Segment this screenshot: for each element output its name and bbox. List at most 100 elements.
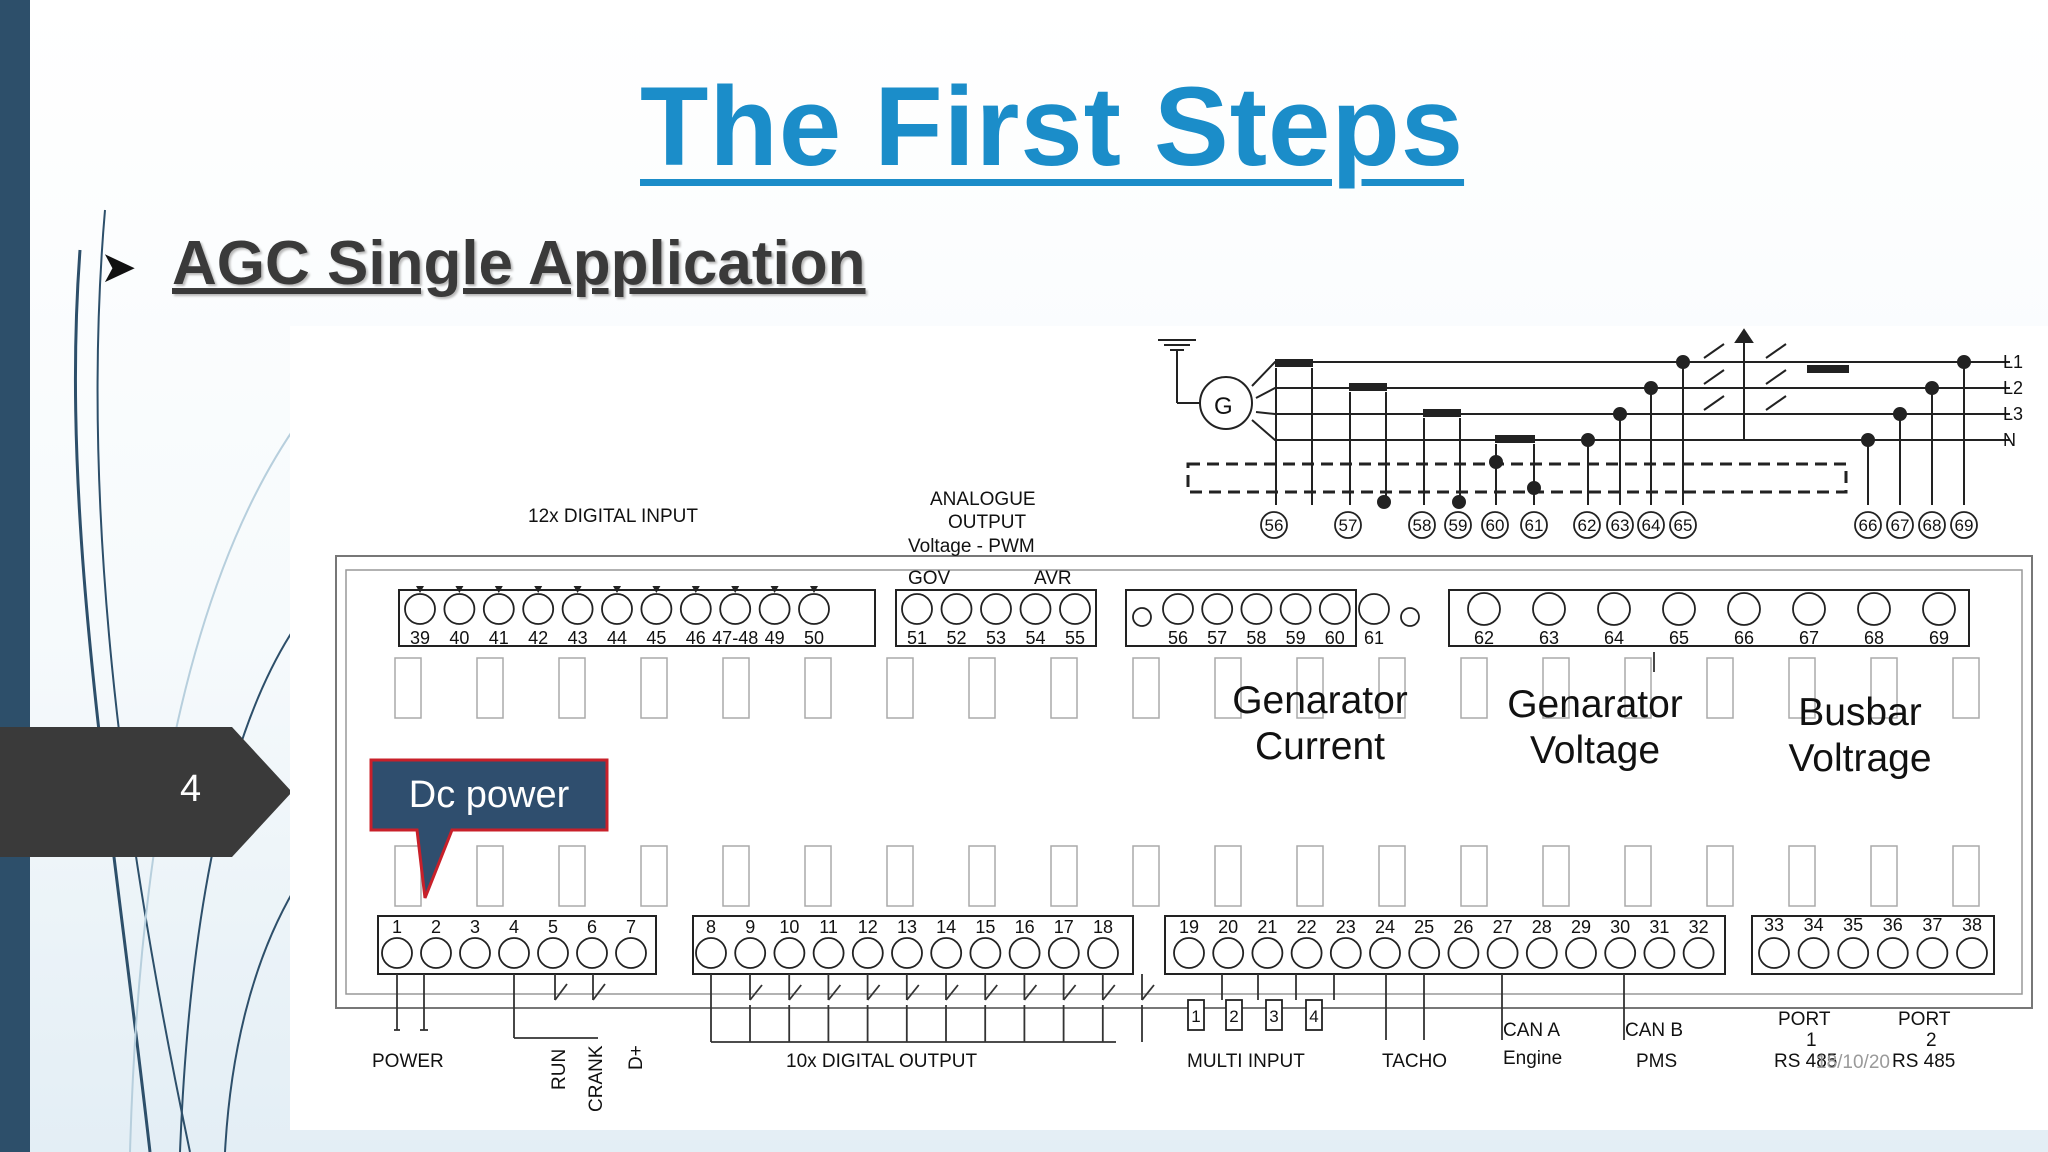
ct-wire [1423, 418, 1461, 505]
busbar-voltage-line1: Busbar [1798, 691, 1922, 734]
io-terminal [1565, 937, 1597, 969]
label-digital-input: 12x DIGITAL INPUT [528, 506, 698, 527]
output-number: 12 [858, 917, 878, 937]
housing-pin [1952, 845, 1980, 907]
ct-wire [1349, 392, 1387, 505]
output-terminal [734, 937, 767, 969]
io-number: 29 [1571, 917, 1591, 937]
housing-pin [1706, 657, 1734, 719]
multi-input-box [1225, 999, 1243, 1031]
generator-voltage-line1: Genarator [1507, 683, 1683, 726]
power-terminal [420, 937, 452, 969]
relay-contact [866, 984, 881, 1001]
junction-dot [1527, 481, 1541, 495]
current-terminal [1318, 593, 1351, 625]
multi-input-number: 1 [1191, 1007, 1200, 1026]
current-number: 60 [1325, 628, 1345, 648]
digital-input-terminal [640, 593, 673, 625]
input-arrow-icon [613, 586, 621, 593]
output-number: 17 [1054, 917, 1074, 937]
dc-power-callout-label: Dc power [408, 774, 570, 816]
relay-contact [1102, 984, 1116, 1001]
io-number: 19 [1179, 917, 1199, 937]
measurement-terminal [1260, 511, 1288, 539]
label-analogue-2: OUTPUT [948, 512, 1027, 533]
page-number: 4 [180, 768, 202, 810]
connector-block-power [377, 915, 657, 975]
housing-pin [1296, 657, 1324, 719]
housing-pin [1050, 657, 1078, 719]
measurement-terminal [1606, 511, 1634, 539]
relay-contact [1141, 984, 1155, 1001]
housing-pin [1296, 845, 1324, 907]
current-transformer [1423, 409, 1461, 417]
voltage-terminal [1662, 592, 1696, 626]
current-terminal [1240, 593, 1273, 625]
measurement-terminal-number: 68 [1923, 516, 1942, 535]
input-arrow-icon [652, 586, 661, 593]
io-terminal [1408, 937, 1441, 969]
io-terminal [1173, 937, 1205, 969]
generator-current-label: Genarator Current [1170, 678, 1470, 770]
io-terminal [1447, 937, 1480, 969]
measurement-terminal-number: 62 [1578, 516, 1597, 535]
generator-voltage-label: Genarator Voltage [1445, 682, 1745, 774]
relay-contact [749, 984, 763, 1001]
housing-pin [1214, 657, 1242, 719]
port-number: 36 [1883, 915, 1903, 935]
io-number: 31 [1649, 917, 1669, 937]
measurement-terminal [1444, 511, 1472, 539]
label-port2-c: RS 485 [1892, 1051, 1955, 1072]
current-transformer [1349, 383, 1387, 391]
busbar-voltage-label: Busbar Voltrage [1740, 690, 1980, 782]
measurement-terminal [1481, 511, 1509, 539]
io-number: 32 [1689, 917, 1709, 937]
input-arrow-icon [691, 586, 700, 593]
io-terminal [1212, 937, 1245, 969]
analogue-terminal [980, 593, 1012, 625]
analogue-number: 55 [1065, 628, 1085, 648]
io-terminal [1251, 937, 1284, 969]
housing-pin [1788, 657, 1816, 719]
page-number-tab [0, 727, 292, 857]
io-number: 20 [1218, 917, 1238, 937]
output-number: 15 [975, 917, 995, 937]
housing-pin [722, 657, 750, 719]
input-arrow-icon [573, 586, 582, 593]
digital-input-terminal [522, 593, 555, 625]
housing-pin [1870, 845, 1898, 907]
generator-voltage-line2: Voltage [1529, 729, 1661, 772]
digital-input-number: 45 [646, 628, 666, 648]
label-port2-b: 2 [1926, 1030, 1937, 1051]
current-number: 58 [1246, 628, 1266, 648]
power-terminal [498, 937, 530, 969]
voltage-number: 64 [1604, 628, 1624, 648]
housing-pin [1214, 845, 1242, 907]
power-number: 3 [470, 917, 480, 937]
housing-pin [558, 657, 586, 719]
measurement-terminal [1886, 511, 1914, 539]
voltage-number: 65 [1669, 628, 1689, 648]
generator-symbol: G [1214, 393, 1233, 420]
phase-L3: L3 [2003, 404, 2023, 424]
housing-pins [394, 657, 1980, 907]
housing-pin [1624, 845, 1652, 907]
housing-pin [1542, 657, 1570, 719]
multi-input-number: 3 [1269, 1007, 1278, 1026]
measurement-terminal [1334, 511, 1362, 539]
current-transformers [1275, 355, 1971, 509]
input-arrow-icon [455, 586, 464, 593]
label-multi-input: MULTI INPUT [1187, 1051, 1305, 1072]
label-engine: Engine [1503, 1048, 1562, 1069]
power-number: 5 [548, 917, 558, 937]
connector-block-output [692, 915, 1134, 975]
digital-input-number: 42 [528, 628, 548, 648]
breaker-switches [1703, 328, 1787, 440]
digital-input-terminal [601, 593, 633, 625]
digital-input-terminal [561, 593, 594, 625]
bottom-wiring [394, 652, 1655, 1043]
digital-input-terminal [798, 593, 830, 625]
